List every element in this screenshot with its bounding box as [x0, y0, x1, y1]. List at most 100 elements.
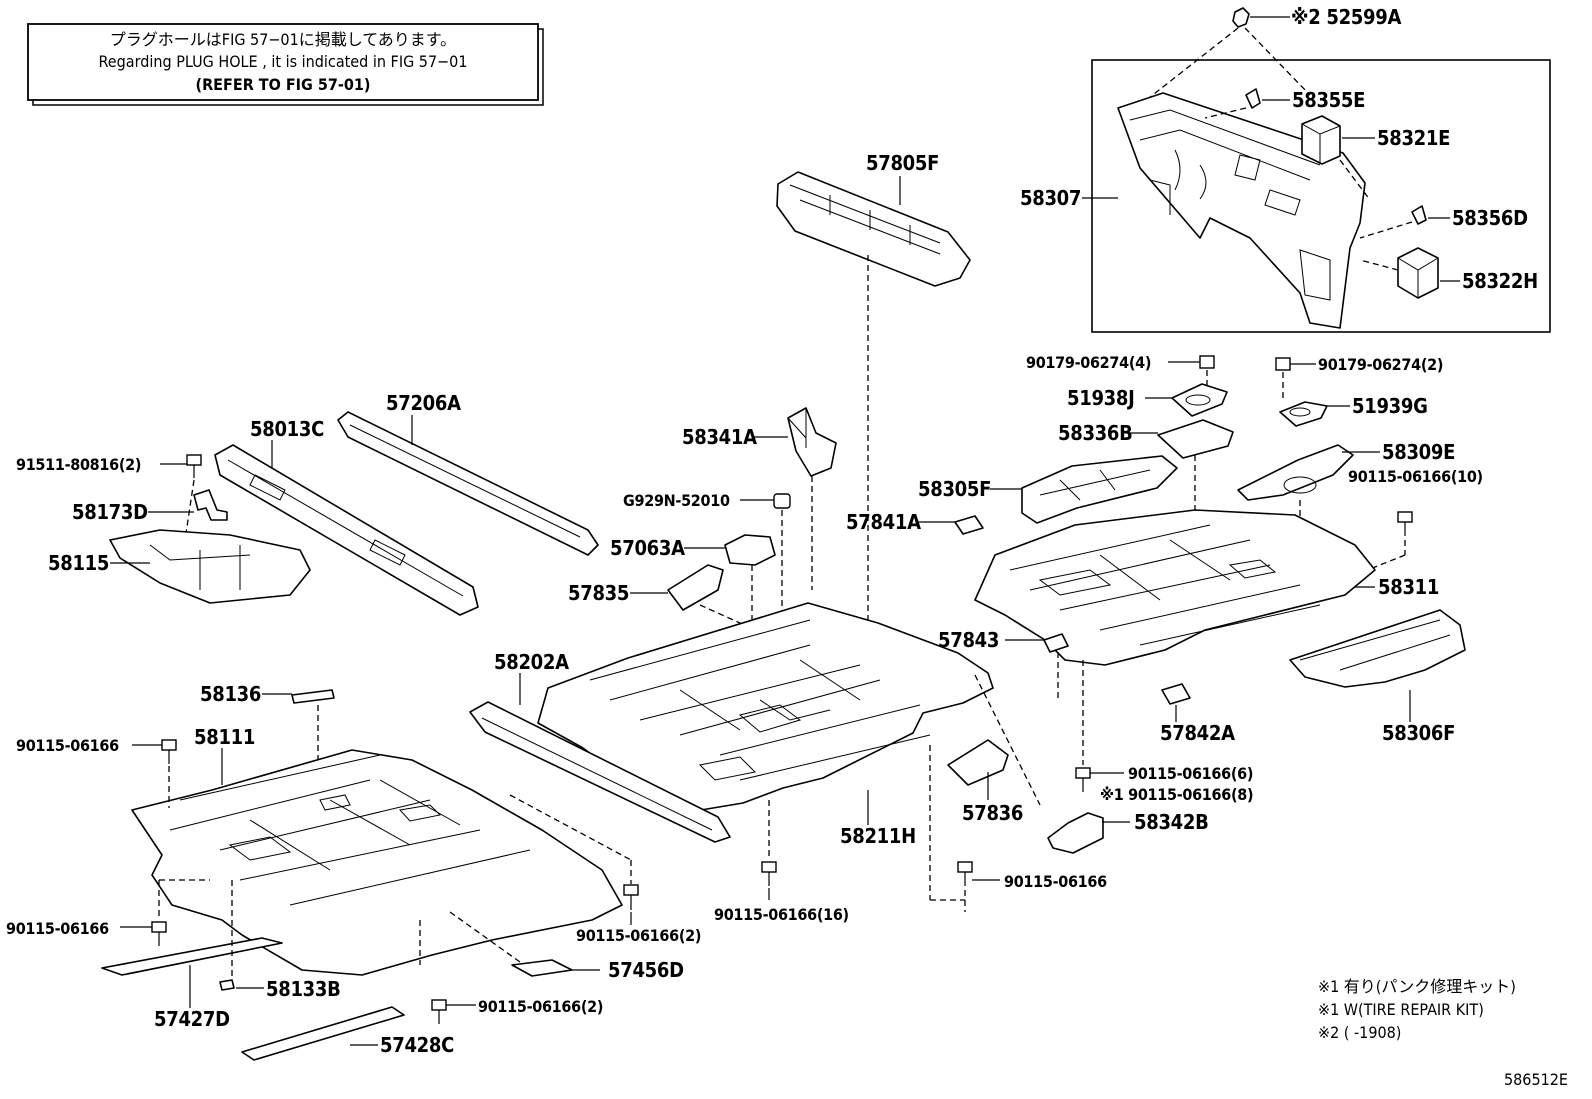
- label-90115-center: 90115-06166: [1004, 872, 1107, 891]
- bracket-58356d: [1411, 205, 1427, 225]
- label-52599a: ※2 52599A: [1291, 5, 1401, 29]
- label-58309e: 58309E: [1382, 440, 1455, 464]
- label-51938j: 51938J: [1067, 386, 1135, 410]
- label-57428c: 57428C: [380, 1033, 454, 1057]
- extension-58115: [109, 529, 311, 604]
- label-58322h: 58322H: [1462, 269, 1538, 293]
- label-90115-10: 90115-06166(10): [1348, 467, 1483, 486]
- bolt-90115-left-1: [161, 739, 177, 764]
- label-57206a: 57206A: [386, 391, 461, 415]
- footnotes: ※1 有り(パンク修理キット) ※1 W(TIRE REPAIR KIT) ※2…: [1318, 977, 1516, 1042]
- label-58355e: 58355E: [1292, 88, 1365, 112]
- label-90115-left-1: 90115-06166: [16, 736, 119, 755]
- figure-code: 586512E: [1504, 1070, 1568, 1089]
- plate-57456d: [511, 959, 573, 977]
- label-91511: 91511-80816(2): [16, 455, 141, 474]
- nut-90179-2: [1275, 357, 1291, 371]
- plate-57841a: [954, 515, 984, 535]
- label-58342b: 58342B: [1134, 810, 1209, 834]
- label-90115-2b: 90115-06166(2): [478, 997, 603, 1016]
- label-57427d: 57427D: [154, 1007, 230, 1031]
- label-58211h: 58211H: [840, 824, 916, 848]
- plate-57842a: [1161, 683, 1191, 705]
- part-labels: ※2 52599A 58355E 58321E 58307 58356D 583…: [6, 5, 1538, 1057]
- label-58341a: 58341A: [682, 425, 757, 449]
- panel-58305f: [1021, 455, 1178, 524]
- label-90115-2a: 90115-06166(2): [576, 926, 701, 945]
- plate-57843: [1043, 633, 1069, 653]
- plate-57428c: [241, 1006, 405, 1061]
- label-90115-left-2: 90115-06166: [6, 919, 109, 938]
- label-90179-2: 90179-06274(2): [1318, 355, 1443, 374]
- bolt-90115-2b: [431, 999, 447, 1024]
- label-58321e: 58321E: [1377, 126, 1450, 150]
- bracket-58355e: [1245, 88, 1261, 109]
- footnote-2: ※1 W(TIRE REPAIR KIT): [1318, 1000, 1484, 1019]
- rear-floor-58111: [131, 749, 623, 976]
- label-58306f: 58306F: [1382, 721, 1455, 745]
- label-57841a: 57841A: [846, 510, 921, 534]
- plate-58136: [291, 689, 335, 704]
- cross-member-57805f: [776, 171, 971, 287]
- footnote-1: ※1 有り(パンク修理キット): [1318, 977, 1516, 996]
- label-57805f: 57805F: [866, 151, 939, 175]
- label-57456d: 57456D: [608, 958, 684, 982]
- plate-57836: [947, 739, 1009, 786]
- bracket-58321e: [1301, 115, 1341, 165]
- label-58013c: 58013C: [250, 417, 324, 441]
- label-57835: 57835: [568, 581, 629, 605]
- notice-line-3: (REFER TO FIG 57-01): [196, 75, 371, 94]
- notice-line-2: Regarding PLUG HOLE , it is indicated in…: [99, 52, 468, 71]
- panel-58306f: [1289, 609, 1466, 688]
- label-58305f: 58305F: [918, 477, 991, 501]
- label-90115-8: ※1 90115-06166(8): [1100, 785, 1253, 804]
- bolt-90115-6: [1075, 767, 1091, 792]
- label-58111: 58111: [194, 725, 255, 749]
- plate-58336b: [1157, 419, 1234, 459]
- label-58202a: 58202A: [494, 650, 569, 674]
- member-57206a: [337, 411, 599, 556]
- bolt-90115-center: [957, 861, 973, 886]
- footnote-3: ※2 ( -1908): [1318, 1023, 1401, 1042]
- bolt-90115-16: [761, 861, 777, 886]
- label-58307: 58307: [1020, 186, 1081, 210]
- bolt-91511: [186, 454, 202, 478]
- label-57063a: 57063A: [610, 536, 685, 560]
- plug-g929n: [773, 493, 791, 509]
- label-57842a: 57842A: [1160, 721, 1235, 745]
- label-90115-16: 90115-06166(16): [714, 905, 849, 924]
- label-58336b: 58336B: [1058, 421, 1133, 445]
- plug-hole-notice: プラグホールはFIG 57−01に掲載してあります。 Regarding PLU…: [27, 23, 544, 106]
- label-57836: 57836: [962, 801, 1023, 825]
- bolt-90115-10: [1397, 511, 1413, 536]
- pad-51938j: [1171, 383, 1228, 417]
- plate-57427d: [101, 937, 283, 976]
- nut-90179-4: [1199, 355, 1215, 369]
- bracket-58173d: [193, 489, 228, 521]
- pad-57063a: [724, 534, 776, 566]
- bracket-58341a: [787, 407, 837, 477]
- clip-52599a: [1232, 7, 1250, 28]
- bolt-90115-2a: [623, 884, 639, 910]
- label-90115-6: 90115-06166(6): [1128, 764, 1253, 783]
- label-58173d: 58173D: [72, 500, 148, 524]
- clip-58133b: [219, 979, 235, 991]
- bracket-58342b: [1047, 812, 1104, 854]
- label-58356d: 58356D: [1452, 206, 1528, 230]
- pad-51939g: [1279, 401, 1328, 427]
- label-58311: 58311: [1378, 575, 1439, 599]
- label-58136: 58136: [200, 682, 261, 706]
- label-58133b: 58133B: [266, 977, 341, 1001]
- label-90179-4: 90179-06274(4): [1026, 353, 1151, 372]
- label-g929n: G929N-52010: [623, 491, 730, 510]
- bolt-90115-left-2: [151, 921, 167, 946]
- label-58115: 58115: [48, 551, 109, 575]
- front-floor-58311: [974, 509, 1376, 666]
- label-51939g: 51939G: [1352, 394, 1428, 418]
- label-57843: 57843: [938, 628, 999, 652]
- dash-panel-inset: [1082, 7, 1551, 333]
- plate-57835: [667, 564, 724, 611]
- notice-line-1: プラグホールはFIG 57−01に掲載してあります。: [110, 30, 456, 49]
- bracket-58309e: [1237, 444, 1354, 501]
